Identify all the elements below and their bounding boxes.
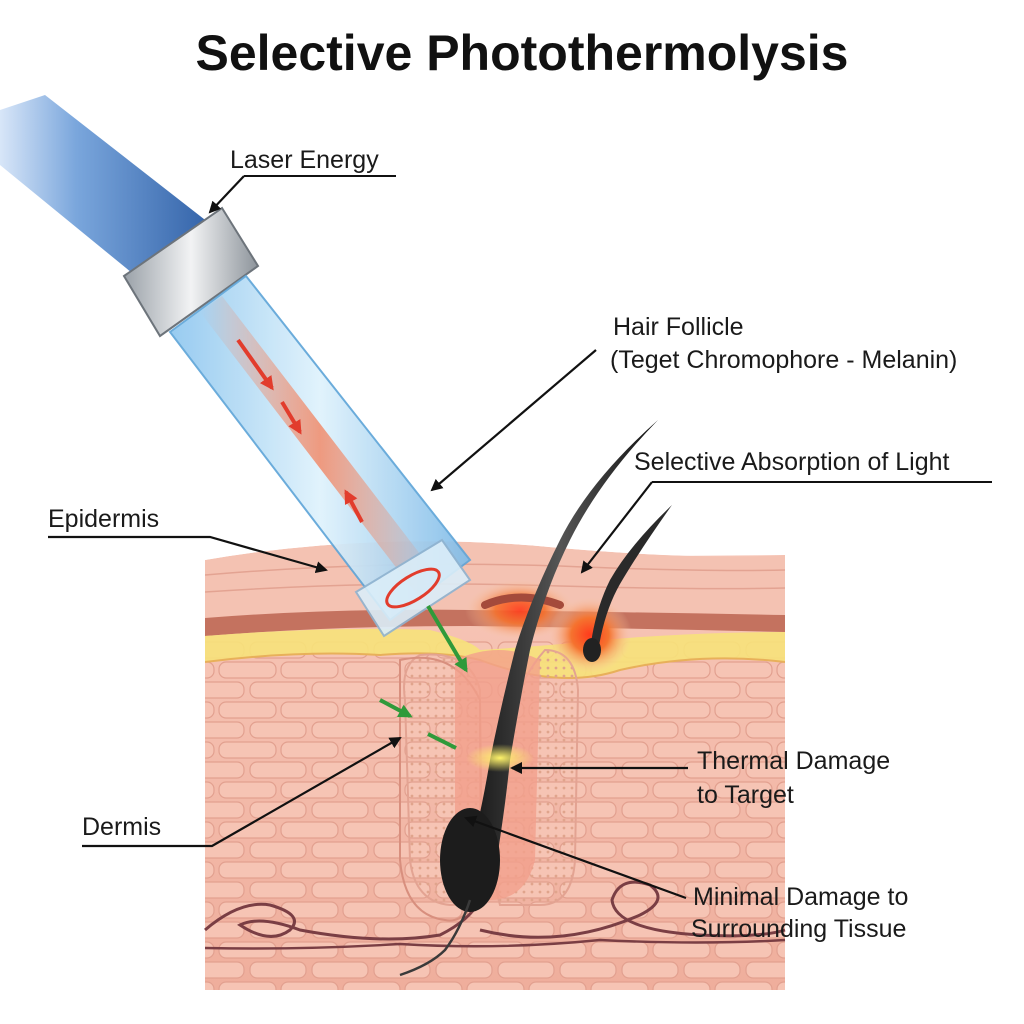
laser-ring <box>122 206 260 338</box>
absorption-arrow <box>426 604 468 673</box>
page-title: Selective Photothermolysis <box>195 25 848 81</box>
scatter-arrow-1 <box>379 698 413 718</box>
leader-minimal-damage <box>464 815 687 900</box>
leader-laser-energy <box>208 175 245 214</box>
heat-zone-opening <box>465 580 575 640</box>
beam-arrow-3 <box>344 489 364 523</box>
leader-epidermis <box>48 535 328 574</box>
leader-dermis <box>82 737 402 848</box>
beam-arrow-1 <box>236 338 274 391</box>
label-epidermis: Epidermis <box>48 505 159 533</box>
laser-handpiece-icon <box>0 95 472 638</box>
laser-body <box>0 95 218 286</box>
label-dermis: Dermis <box>82 813 161 841</box>
label-selective-absorption: Selective Absorption of Light <box>634 448 950 476</box>
label-thermal-damage-1: Thermal Damage <box>697 747 890 775</box>
second-hair-strand <box>583 505 672 662</box>
scatter-arrow-2 <box>427 732 457 750</box>
label-target-chromophore: (Teget Chromophore - Melanin) <box>610 346 957 374</box>
leader-hair-follicle <box>430 349 597 492</box>
label-laser-energy: Laser Energy <box>230 146 379 174</box>
blood-vessel <box>204 880 786 941</box>
label-minimal-damage-2: Surrounding Tissue <box>691 915 906 943</box>
hair-strand-icon <box>399 420 658 977</box>
label-minimal-damage-1: Minimal Damage to <box>693 883 908 911</box>
label-hair-follicle: Hair Follicle <box>613 313 744 341</box>
beam-arrow-2 <box>280 400 302 435</box>
heat-zone-second-hair <box>548 597 632 673</box>
label-thermal-damage-2: to Target <box>697 781 794 809</box>
leader-selective-absorption <box>580 481 653 574</box>
